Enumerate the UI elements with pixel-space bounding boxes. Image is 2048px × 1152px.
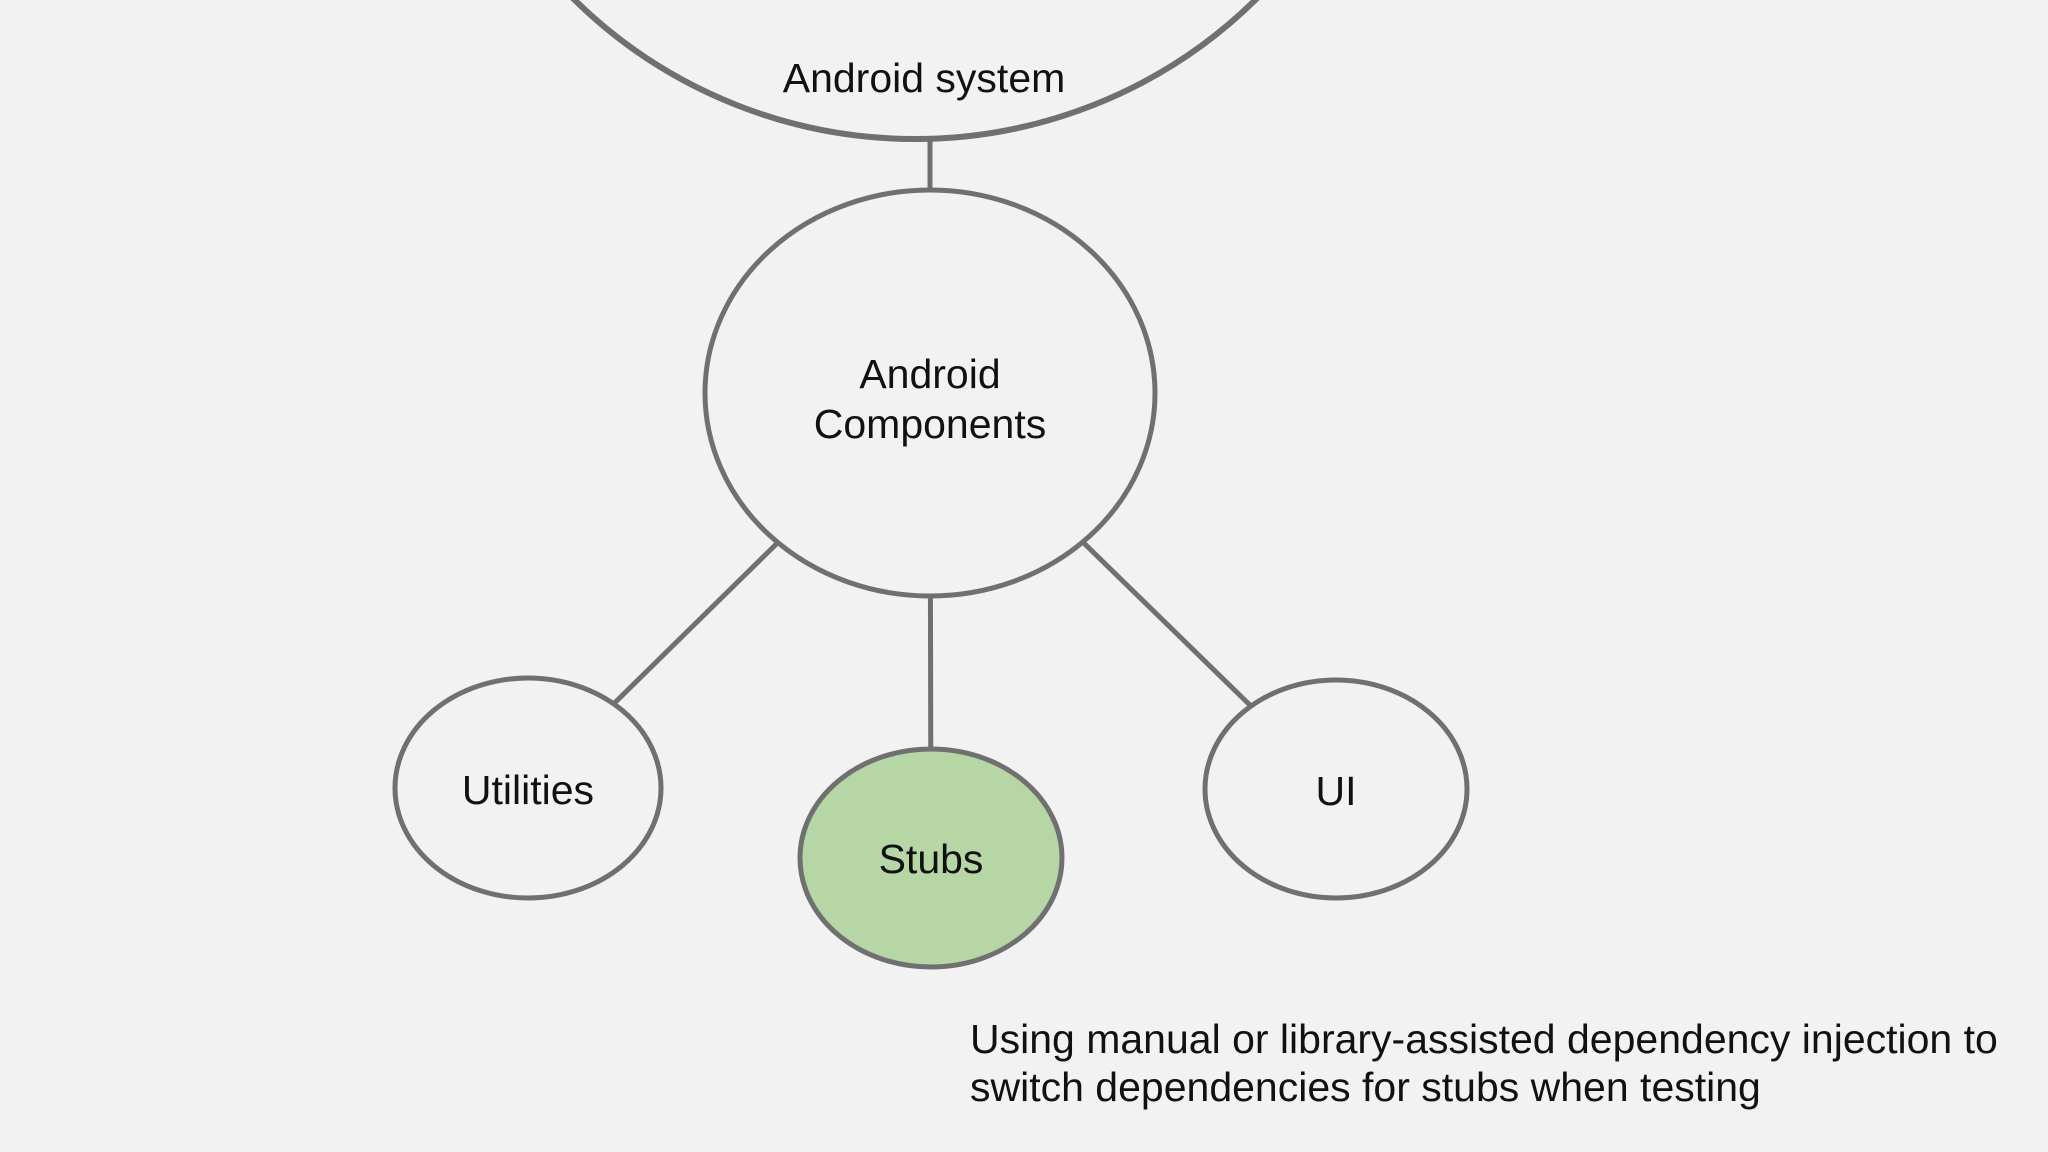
node-android-system-label: Android system — [783, 55, 1066, 101]
caption: Using manual or library-assisted depende… — [970, 1016, 1998, 1110]
node-android-system-shape — [570, 0, 1260, 142]
node-android-components-label-line1: Android — [859, 351, 1000, 397]
node-android-components-label-line2: Components — [814, 401, 1046, 447]
node-ui-shape — [1202, 677, 1470, 901]
caption-line-2: switch dependencies for stubs when testi… — [970, 1064, 1761, 1110]
caption-line-1: Using manual or library-assisted depende… — [970, 1016, 1998, 1062]
node-utilities-label: Utilities — [462, 767, 594, 813]
node-android-components-shape — [702, 187, 1158, 599]
node-stubs-label: Stubs — [879, 836, 984, 882]
node-stubs-shape — [797, 746, 1065, 970]
node-utilities-shape — [392, 675, 664, 901]
node-ui-label: UI — [1316, 768, 1357, 814]
